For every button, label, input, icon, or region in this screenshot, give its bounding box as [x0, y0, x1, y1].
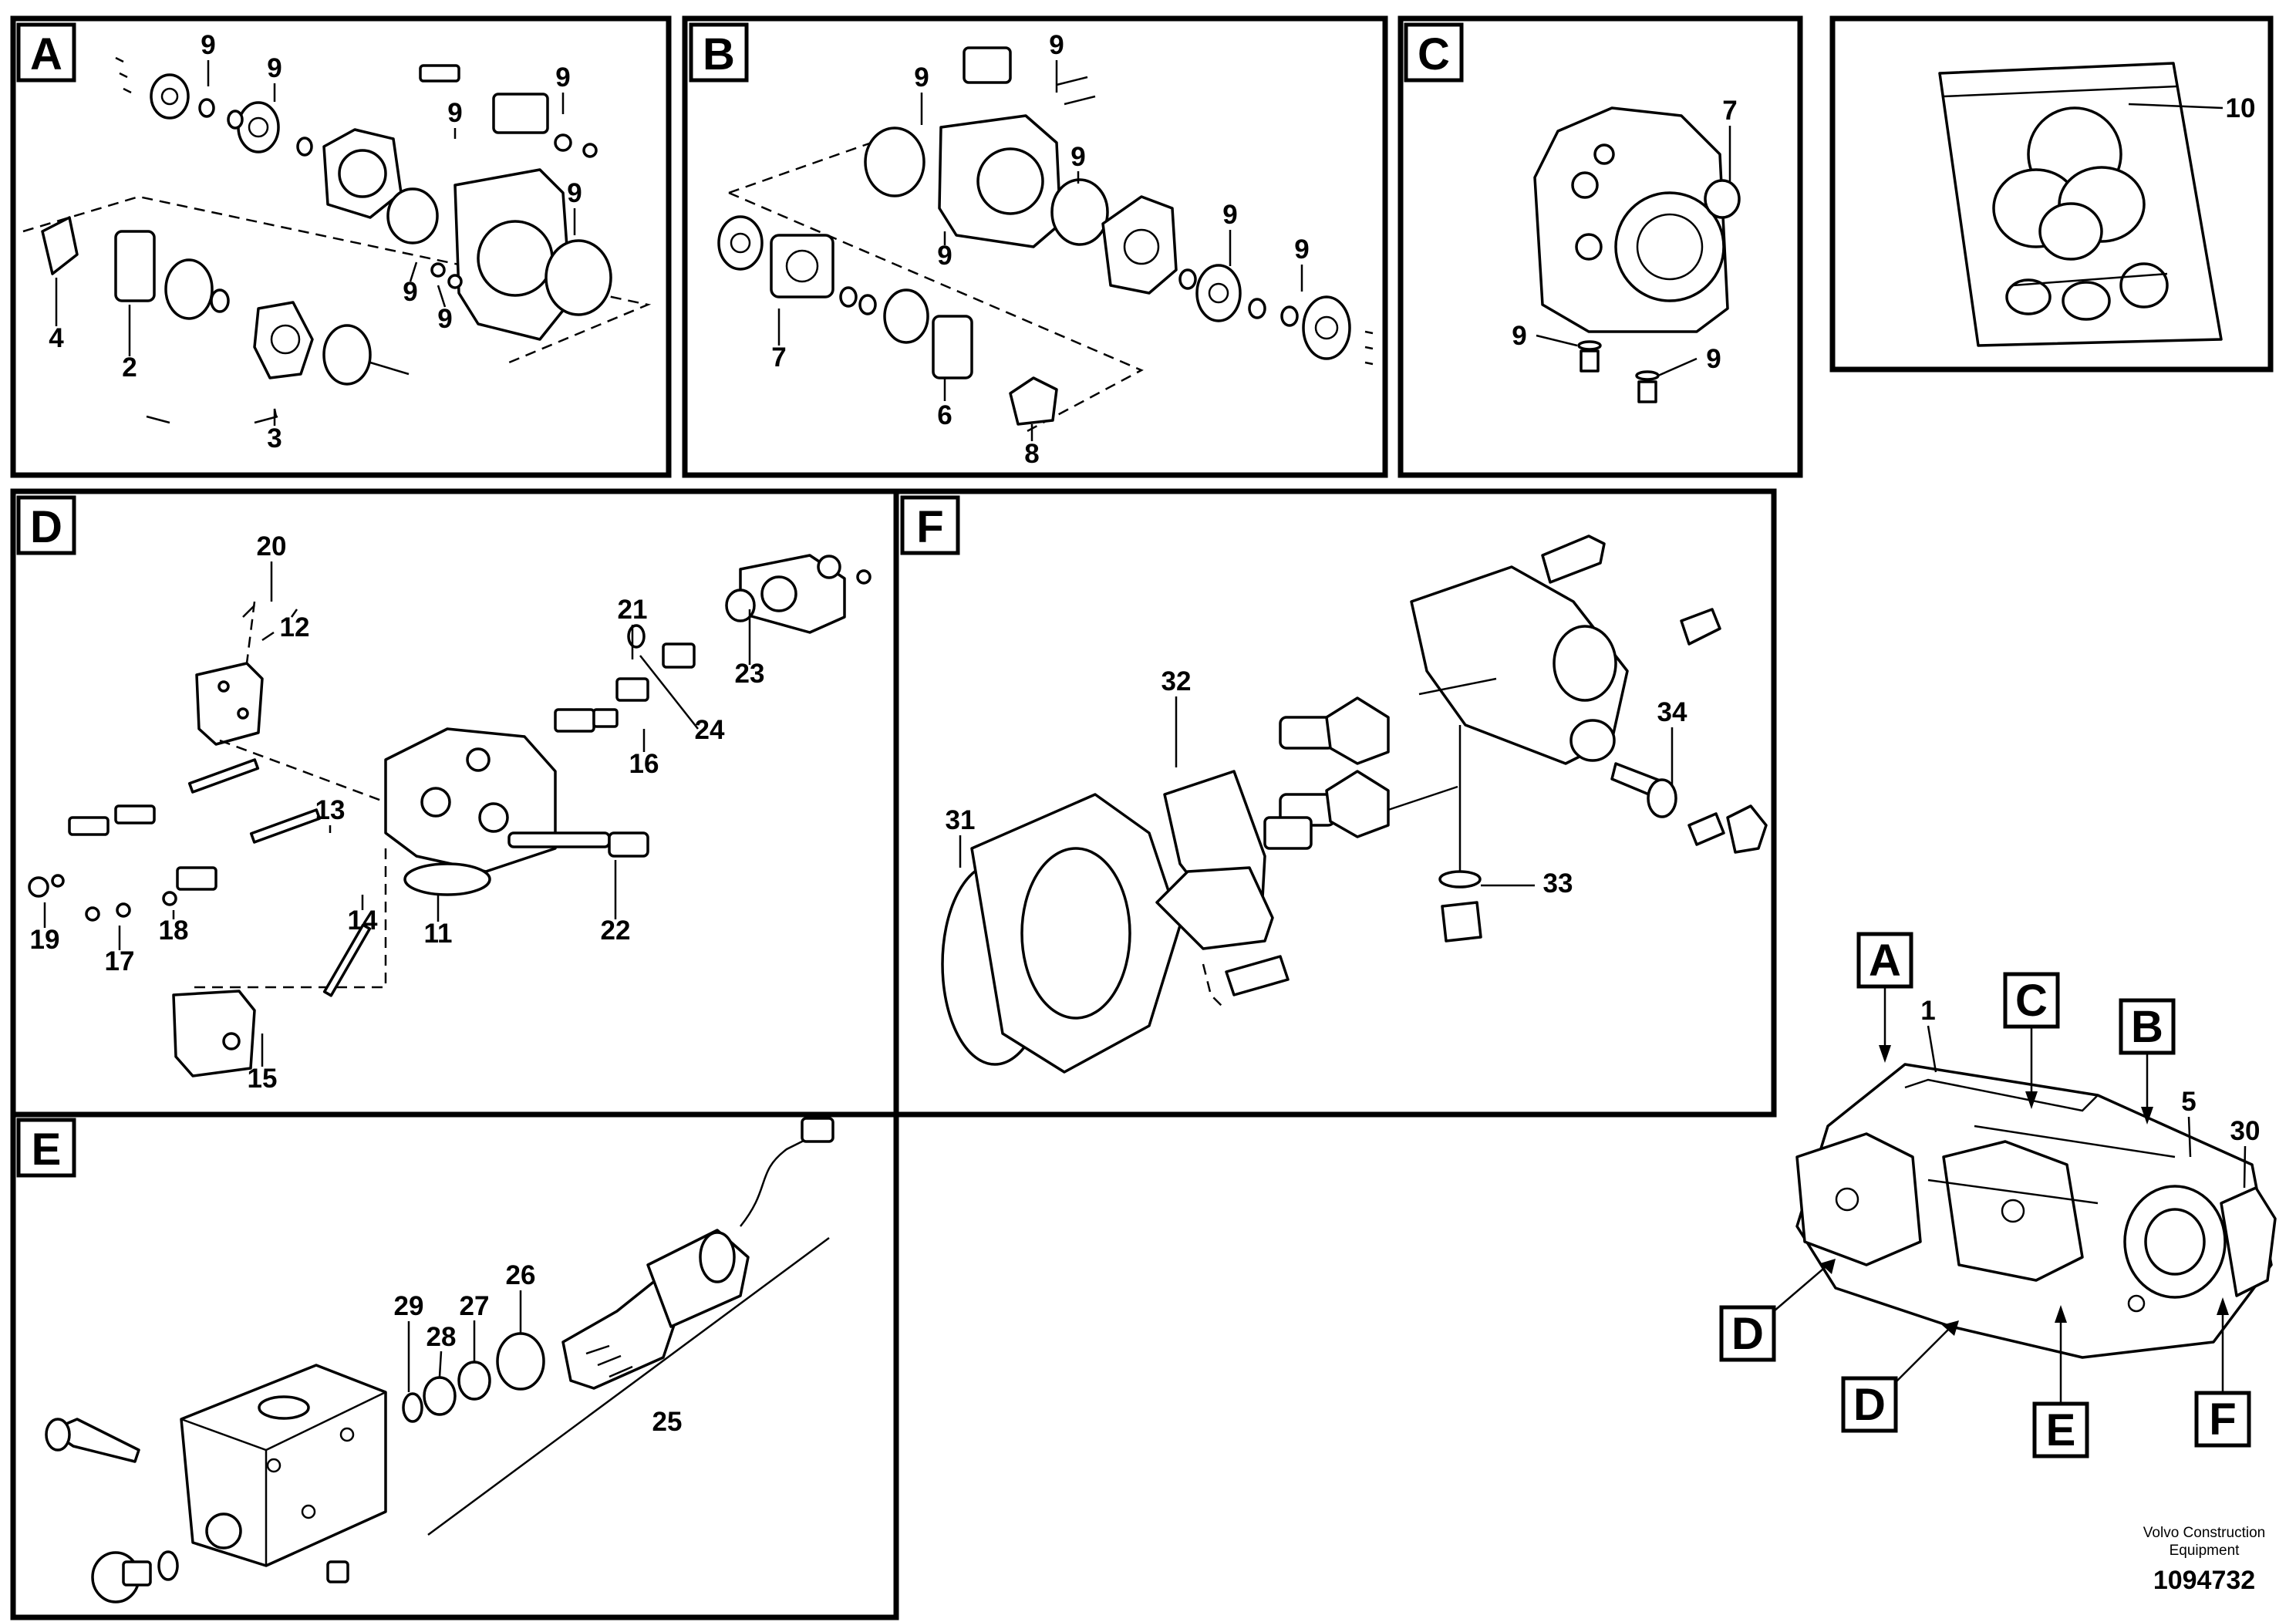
- callout-f-4: 33: [1543, 868, 1573, 899]
- callout-a-10: 3: [267, 423, 282, 454]
- overview-number-5: 5: [2181, 1087, 2196, 1117]
- callout-b-3: 9: [1070, 142, 1085, 172]
- panel-label-e: E: [32, 1125, 62, 1175]
- overview-labels: A C B D D E F 1 5 30: [1719, 932, 2261, 1458]
- panel-e: E 29: [10, 1111, 899, 1620]
- overview-part-number: 1: [1920, 996, 1935, 1026]
- callout-c-3: 9: [1706, 344, 1721, 374]
- overview-number-30: 30: [2230, 1116, 2261, 1146]
- callout-a-5: 9: [567, 178, 582, 208]
- callout-f-3: 34: [1657, 697, 1687, 727]
- document-number: 1094732: [2153, 1566, 2255, 1595]
- callout-kit-1: 10: [2226, 93, 2256, 123]
- callout-e-3: 27: [460, 1291, 490, 1321]
- panel-f: F: [893, 488, 1777, 1118]
- panel-a-callouts: 9 9 9 9 9 9 9 4 2 3: [49, 30, 582, 454]
- panel-c-callouts: 7 9 9: [1512, 96, 1738, 377]
- callout-a-2: 9: [267, 53, 282, 83]
- callout-d-5: 24: [695, 715, 725, 745]
- panel-label-b: B: [703, 29, 735, 79]
- overview-label-d-1: D: [1731, 1309, 1764, 1359]
- callout-b-4: 9: [1222, 200, 1237, 230]
- callout-a-4: 9: [447, 98, 462, 128]
- panel-c: C 7 9 9: [1397, 15, 1803, 478]
- panel-label-d: D: [30, 502, 62, 552]
- overview-label-f: F: [2209, 1394, 2236, 1445]
- callout-c-1: 7: [1722, 96, 1737, 126]
- panel-b-callouts: 9 9 9 9 9 9 7 6 8: [771, 30, 1309, 469]
- callout-d-11: 14: [348, 905, 378, 936]
- callout-a-7: 9: [437, 304, 452, 334]
- panel-c-drawing: [1533, 106, 1741, 403]
- callout-d-2: 12: [280, 612, 310, 642]
- callout-f-1: 32: [1161, 666, 1192, 696]
- panel-d: D: [10, 488, 899, 1118]
- callout-d-12: 11: [424, 919, 453, 949]
- callout-d-7: 13: [315, 795, 346, 825]
- callout-b-1: 9: [1049, 30, 1064, 60]
- overview-label-e: E: [2046, 1405, 2076, 1455]
- seal-kit-bag: [1938, 62, 2223, 347]
- panel-a: A: [10, 15, 672, 478]
- callout-b-9: 8: [1024, 439, 1039, 469]
- callout-d-10: 18: [159, 916, 189, 946]
- callout-b-6: 9: [937, 241, 952, 271]
- callout-e-2: 28: [426, 1322, 457, 1352]
- callout-b-2: 9: [914, 62, 929, 93]
- panel-b: B: [682, 15, 1388, 478]
- callout-a-6: 9: [403, 277, 417, 307]
- callout-a-1: 9: [201, 30, 215, 60]
- panel-label-f: F: [916, 502, 943, 552]
- callout-c-2: 9: [1512, 321, 1526, 351]
- overview-label-c: C: [2015, 976, 2048, 1026]
- panel-f-drawing: [941, 534, 1768, 1074]
- panel-e-drawing: [45, 1117, 834, 1603]
- callout-d-14: 15: [248, 1064, 278, 1094]
- panel-e-callouts: 29 28 27 26 25: [394, 1260, 683, 1437]
- callout-a-9: 2: [122, 352, 137, 383]
- credit-line-1: Volvo Construction: [2143, 1525, 2265, 1541]
- callout-a-3: 9: [555, 62, 570, 93]
- callout-b-7: 7: [771, 342, 786, 373]
- credit-block: Volvo Construction Equipment 1094732: [2143, 1525, 2265, 1595]
- panel-d-drawing: [28, 554, 872, 1077]
- callout-e-5: 25: [652, 1407, 683, 1437]
- panel-f-callouts: 32 31 34 33: [946, 666, 1687, 899]
- callout-b-8: 6: [937, 400, 952, 430]
- panel-seal-kit: 10: [1829, 15, 2274, 373]
- overview-assembly: [1795, 1063, 2277, 1359]
- callout-d-3: 21: [618, 595, 648, 625]
- callout-a-8: 4: [49, 323, 64, 353]
- callout-f-2: 31: [946, 805, 976, 835]
- callout-d-9: 17: [105, 946, 135, 976]
- panel-label-c: C: [1418, 29, 1450, 79]
- overview-label-d-2: D: [1853, 1380, 1886, 1430]
- panel-a-drawing: [22, 56, 652, 424]
- panel-b-drawing: [717, 46, 1374, 433]
- callout-e-1: 29: [394, 1291, 424, 1321]
- panel-d-callouts: 20 12 21 23 24 16 13 19 17 18 14 11 22 1…: [30, 531, 765, 1094]
- overview-label-a: A: [1869, 936, 1901, 986]
- callout-d-1: 20: [257, 531, 287, 561]
- callout-d-6: 16: [629, 749, 659, 779]
- overview-label-b: B: [2131, 1002, 2163, 1052]
- callout-b-5: 9: [1294, 234, 1309, 265]
- panel-label-a: A: [30, 29, 62, 79]
- callout-e-4: 26: [506, 1260, 536, 1290]
- credit-line-2: Equipment: [2170, 1543, 2240, 1559]
- callout-d-13: 22: [601, 916, 631, 946]
- callout-d-8: 19: [30, 925, 60, 955]
